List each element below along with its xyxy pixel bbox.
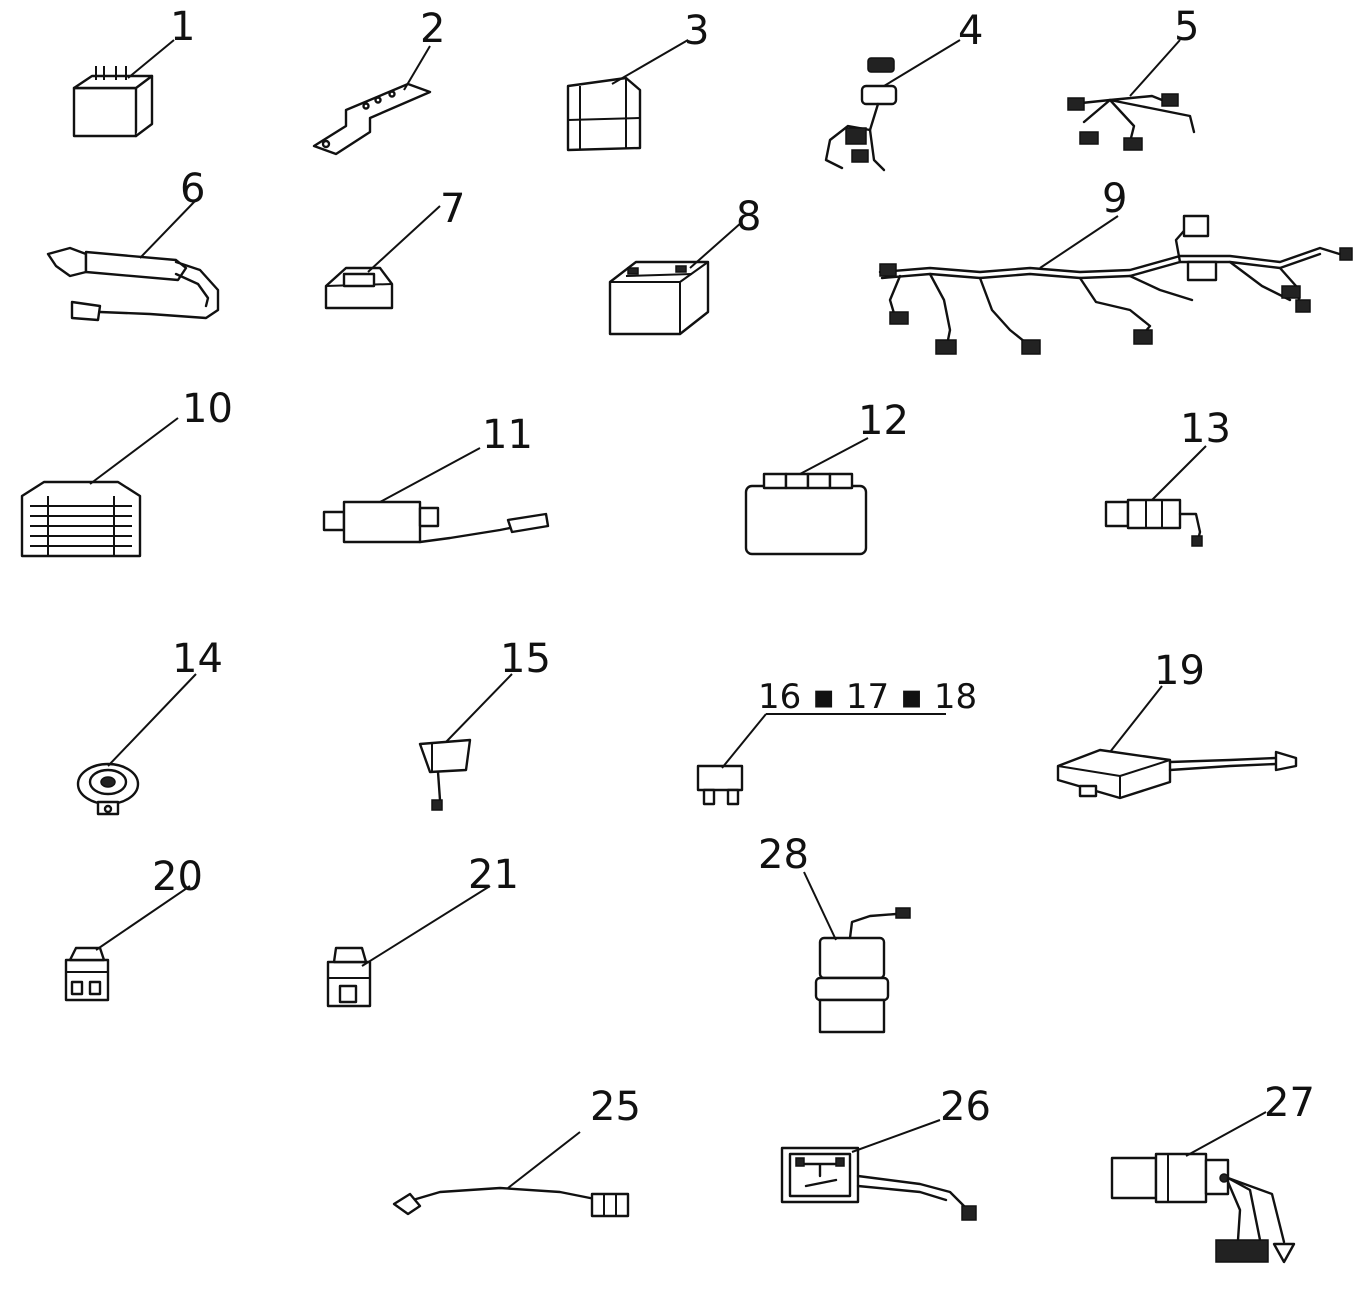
part-5-sub-harness bbox=[1067, 39, 1196, 151]
part-13-starter-relay bbox=[1104, 445, 1207, 547]
part-8-battery bbox=[608, 221, 743, 336]
part-7-relay bbox=[324, 205, 441, 310]
callout-15: 15 bbox=[500, 636, 551, 682]
callout-21: 21 bbox=[468, 852, 519, 898]
part-4-ignition-switch bbox=[824, 39, 961, 172]
part-15-switch bbox=[418, 673, 513, 811]
part-14-horn bbox=[76, 673, 197, 816]
callout-7: 7 bbox=[440, 186, 465, 232]
callout-28: 28 bbox=[758, 832, 809, 878]
part-3-relay-block bbox=[566, 39, 689, 152]
callout-27: 27 bbox=[1264, 1080, 1315, 1126]
callout-2: 2 bbox=[420, 6, 445, 52]
part-19-sensor bbox=[1056, 685, 1298, 800]
callout-13: 13 bbox=[1180, 406, 1231, 452]
callout-9: 9 bbox=[1102, 176, 1127, 222]
part-6-spark-plug-cap bbox=[46, 199, 220, 322]
callout-5: 5 bbox=[1174, 4, 1199, 50]
callout-12: 12 bbox=[858, 398, 909, 444]
part-20-relay bbox=[64, 885, 191, 1002]
part-1-relay bbox=[72, 39, 175, 138]
part-25-wire-lead bbox=[392, 1131, 630, 1218]
part-2-bracket bbox=[312, 45, 432, 156]
part-27-motor bbox=[1110, 1111, 1296, 1264]
part-28-module bbox=[803, 871, 911, 1034]
callout-19: 19 bbox=[1154, 648, 1205, 694]
callout-20: 20 bbox=[152, 854, 203, 900]
callout-3: 3 bbox=[684, 8, 709, 54]
part-26-switch-panel bbox=[780, 1119, 977, 1221]
callout-16-17-18: 16 ▪ 17 ▪ 18 bbox=[758, 677, 977, 717]
part-9-main-wiring-harness bbox=[878, 214, 1353, 355]
callout-6: 6 bbox=[180, 166, 205, 212]
part-11-cdi-unit bbox=[322, 447, 550, 544]
callout-8: 8 bbox=[736, 194, 761, 240]
callout-25: 25 bbox=[590, 1084, 641, 1130]
part-12-control-unit bbox=[744, 437, 869, 556]
part-16-17-18-fuse bbox=[696, 713, 946, 806]
callout-4: 4 bbox=[958, 8, 983, 54]
callout-1: 1 bbox=[170, 4, 195, 50]
callout-26: 26 bbox=[940, 1084, 991, 1130]
callout-11: 11 bbox=[482, 412, 533, 458]
callout-14: 14 bbox=[172, 636, 223, 682]
part-10-regulator-rectifier bbox=[20, 417, 179, 558]
callout-10: 10 bbox=[182, 386, 233, 432]
part-21-relay bbox=[326, 885, 491, 1008]
